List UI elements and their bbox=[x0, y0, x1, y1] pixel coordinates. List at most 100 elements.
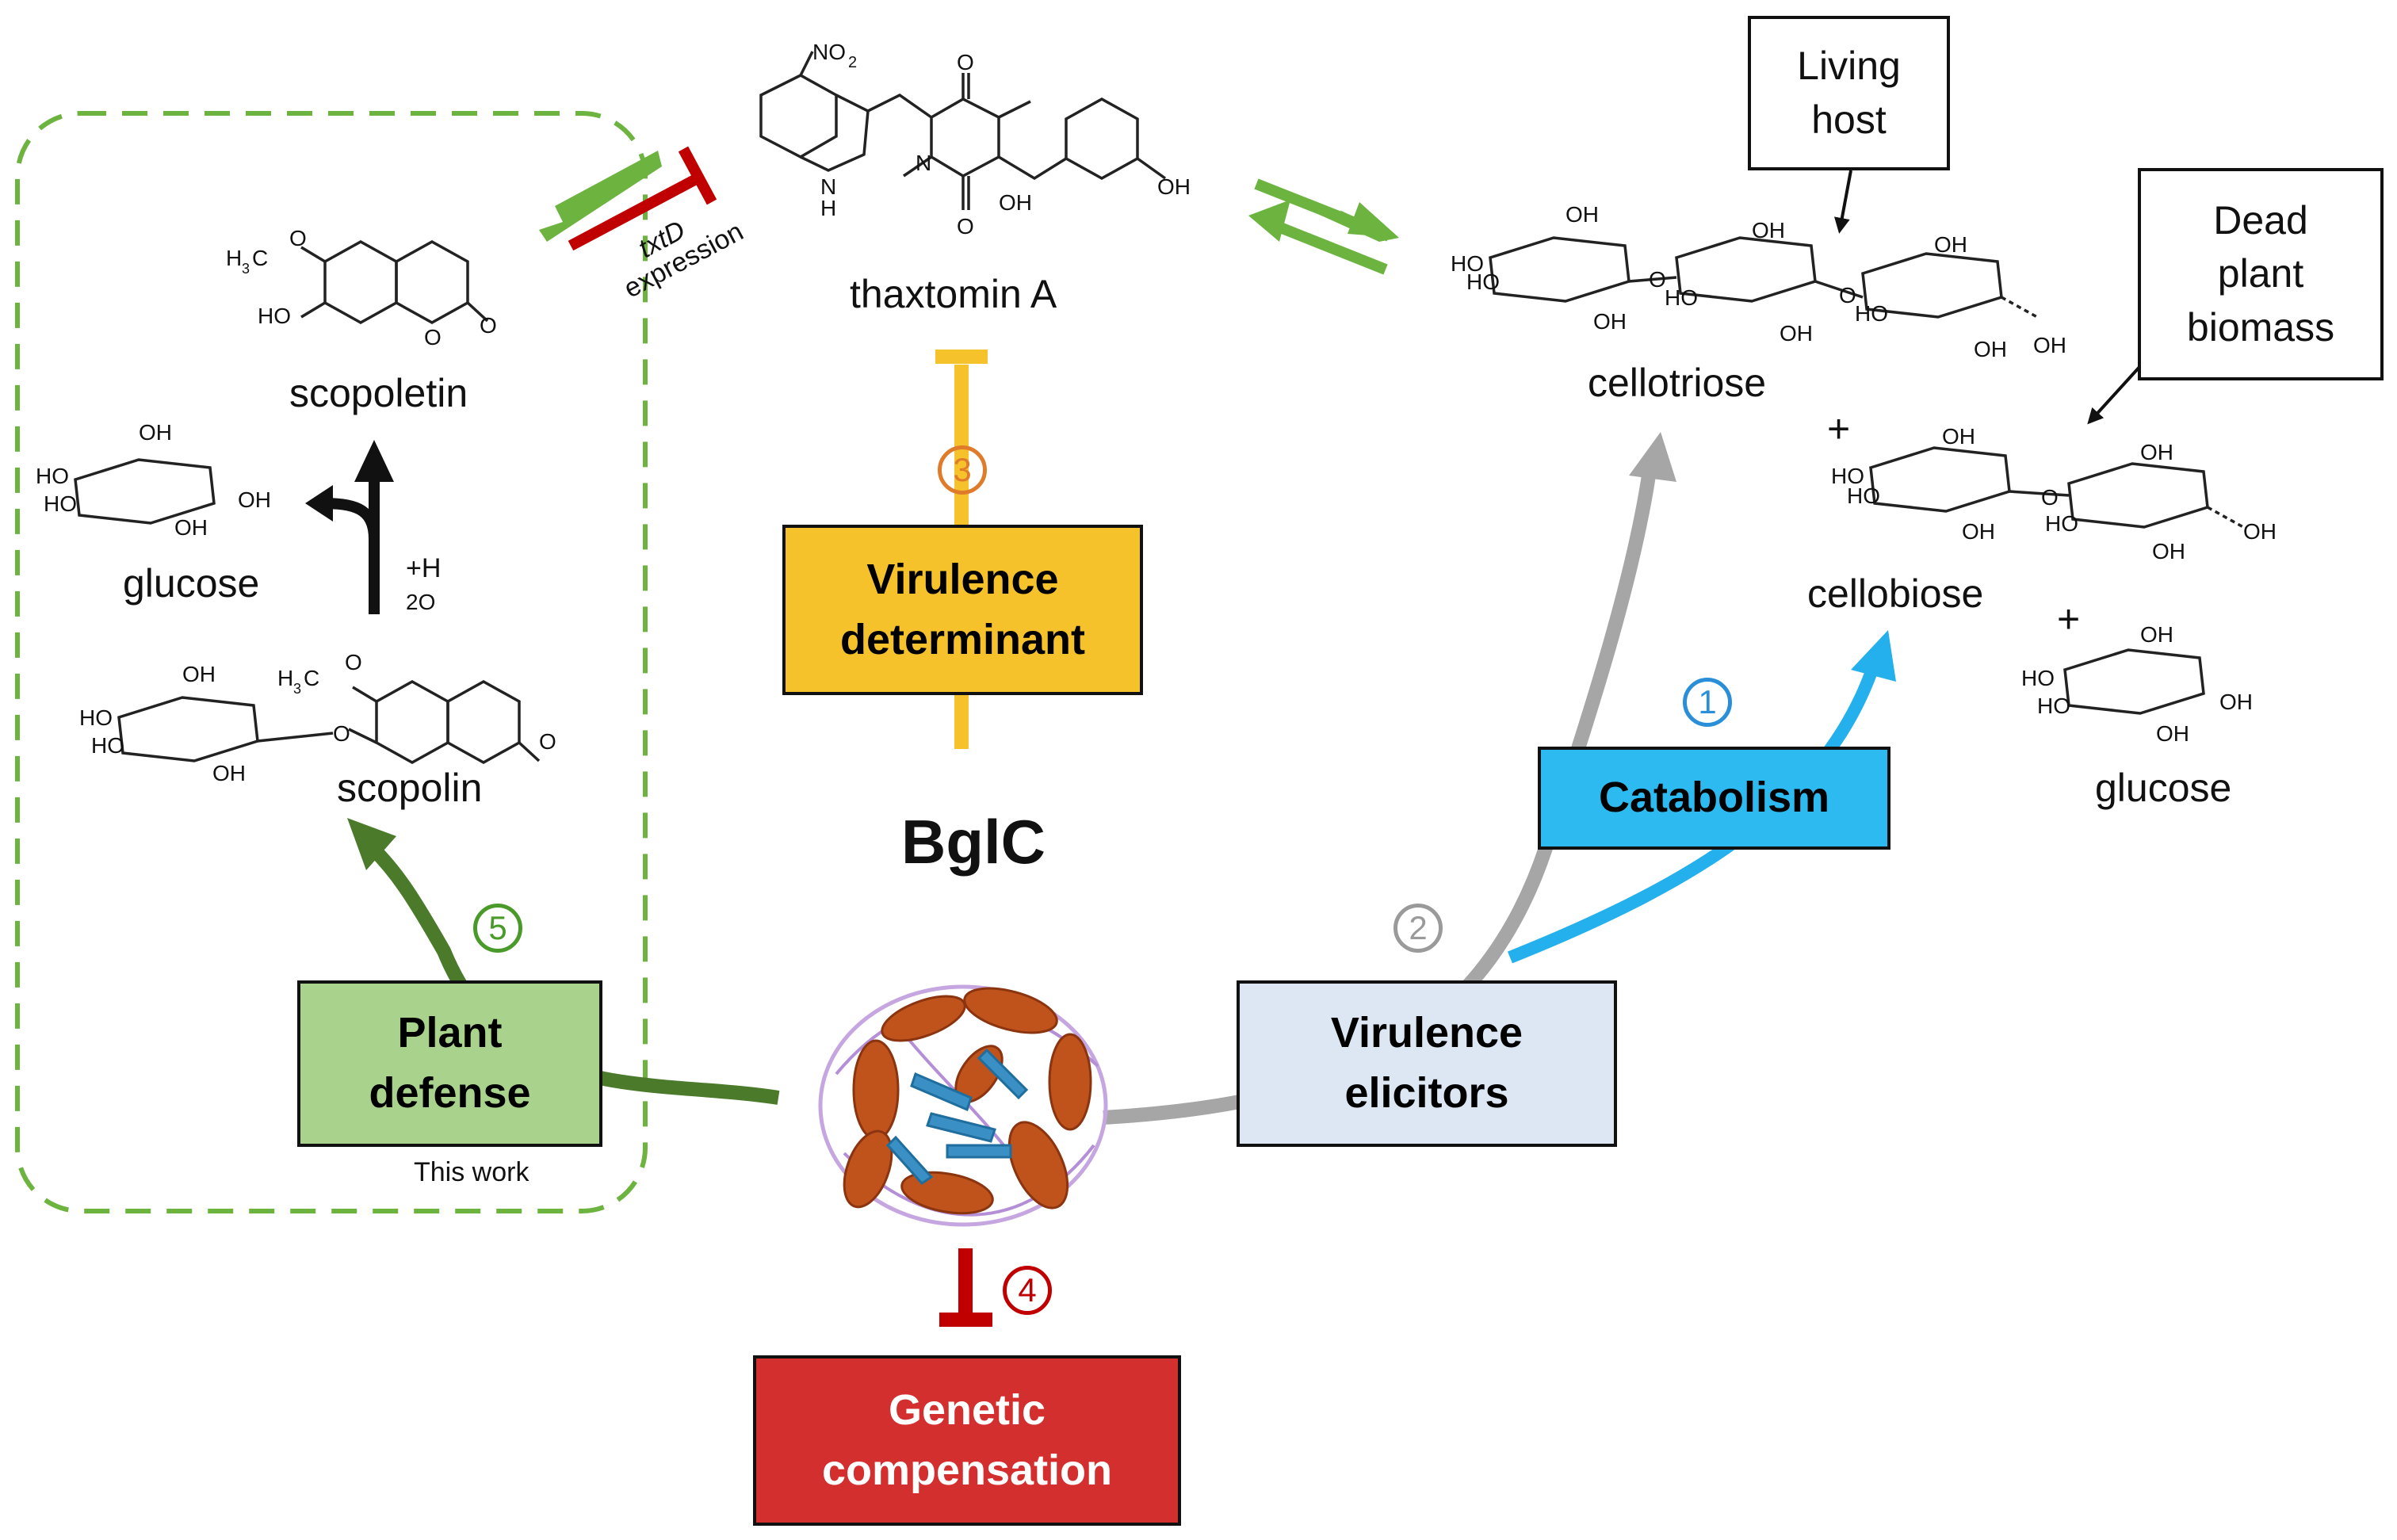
cellobiose-oh-3: OH bbox=[2140, 440, 2173, 464]
bglc-title: BglC bbox=[901, 807, 1046, 877]
scopoletin-ring-o: O bbox=[424, 325, 442, 350]
catabolism-label: Catabolism bbox=[1598, 774, 1830, 822]
cellotriose-oh-3: OH bbox=[1752, 218, 1785, 243]
equilibrium-reverse-shaft bbox=[1270, 219, 1388, 275]
cellobiose-oh-2: OH bbox=[1962, 519, 1995, 544]
thaxtomin-nh-h: H bbox=[820, 196, 836, 220]
cellotriose-structure bbox=[1489, 236, 2038, 319]
cellotriose-oh-5: OH bbox=[1934, 232, 1967, 257]
nitro-sub: 2 bbox=[848, 54, 857, 71]
scopoletin-structure bbox=[300, 239, 489, 325]
water-h-label: +H bbox=[406, 553, 442, 583]
dead-biomass-pointer bbox=[2087, 365, 2142, 425]
cellotriose-ho-1: HO bbox=[1451, 251, 1484, 276]
thaxtomin-oh-right: OH bbox=[1157, 174, 1191, 199]
cellobiose-structure bbox=[1869, 446, 2244, 529]
virulence-determinant-line1: Virulence bbox=[866, 555, 1059, 603]
virulence-determinant-line2: determinant bbox=[839, 615, 1086, 663]
thaxtomin-oh-mid: OH bbox=[999, 190, 1032, 215]
scopoletin-o: O bbox=[289, 226, 307, 250]
glucose-left-ho-2: HO bbox=[44, 491, 77, 516]
water-o-label: 2O bbox=[406, 590, 436, 614]
scopolin-h3c: H bbox=[277, 666, 293, 690]
dead-plant-line1: Dead bbox=[2213, 197, 2308, 243]
plus-sign-1: + bbox=[1827, 407, 1851, 451]
glucose-right-oh-top: OH bbox=[2140, 622, 2173, 647]
thaxtomin-label: thaxtomin A bbox=[850, 272, 1057, 316]
scopolin-h3c-c: C bbox=[304, 666, 319, 690]
hydrolysis-arrow-head bbox=[354, 440, 394, 482]
thaxtomin-structure bbox=[759, 51, 1167, 210]
atom-labels: NO 2 N H O N O OH OH H 3 C O HO O O OH H… bbox=[36, 40, 2277, 785]
glucose-right-structure bbox=[2063, 648, 2205, 715]
glucose-left-oh-bottom: OH bbox=[174, 515, 208, 540]
thaxtomin-nh-n: N bbox=[820, 174, 836, 199]
glucose-left-label: glucose bbox=[123, 561, 260, 606]
living-host-note: Living host bbox=[1748, 16, 1950, 170]
cellotriose-ho-3: HO bbox=[1665, 285, 1698, 310]
plant-defense-arrowhead bbox=[347, 818, 396, 870]
scopoletin-h3c: H bbox=[226, 246, 242, 270]
scopolin-h3c-sub: 3 bbox=[293, 681, 301, 697]
equilibrium-reverse-head bbox=[1248, 200, 1290, 242]
catabolism-box: Catabolism bbox=[1538, 747, 1890, 850]
step-number-5: 5 bbox=[473, 904, 522, 953]
scopolin-ho: HO bbox=[79, 705, 113, 730]
cellobiose-o: O bbox=[2041, 485, 2059, 510]
scopolin-ho-2: HO bbox=[91, 733, 124, 758]
living-host-line1: Living bbox=[1797, 44, 1901, 88]
cellotriose-ho-2: HO bbox=[1466, 269, 1500, 294]
glucose-left-oh-right: OH bbox=[238, 487, 271, 512]
scopolin-structure bbox=[117, 679, 541, 765]
scopolin-oh-bottom: OH bbox=[212, 761, 246, 785]
living-host-line2: host bbox=[1811, 97, 1887, 142]
this-work-dashed-region bbox=[15, 111, 648, 1213]
thaxtomin-n: N bbox=[916, 151, 931, 175]
dead-plant-line2: plant bbox=[2217, 251, 2304, 296]
plant-defense-line2: defense bbox=[369, 1069, 531, 1117]
scopoletin-ho: HO bbox=[258, 304, 291, 328]
hydrolysis-branch-head bbox=[305, 485, 333, 522]
plus-sign-2: + bbox=[2057, 597, 2081, 641]
thaxtomin-o-top: O bbox=[957, 50, 974, 75]
scopoletin-h3c-sub: 3 bbox=[242, 261, 250, 277]
cellobiose-oh-4: OH bbox=[2152, 539, 2185, 564]
plant-defense-box: Plant defense bbox=[297, 980, 602, 1147]
glucose-right-oh-bottom: OH bbox=[2156, 721, 2189, 746]
cellobiose-oh-5: OH bbox=[2243, 519, 2277, 544]
dead-plant-line3: biomass bbox=[2186, 304, 2335, 350]
virulence-elicitors-line2: elicitors bbox=[1344, 1069, 1509, 1117]
cellotriose-o-1: O bbox=[1649, 267, 1666, 292]
scopolin-oh-top: OH bbox=[182, 662, 216, 686]
scopolin-carbonyl-o: O bbox=[539, 729, 556, 754]
glucose-left-oh-top: OH bbox=[139, 420, 172, 445]
step-number-4: 4 bbox=[1003, 1266, 1052, 1315]
step-number-1: 1 bbox=[1683, 678, 1732, 727]
living-host-pointer bbox=[1833, 170, 1852, 234]
cellotriose-oh-6: OH bbox=[1974, 337, 2007, 361]
cellotriose-o-2: O bbox=[1839, 283, 1856, 308]
glucose-right-label: glucose bbox=[2095, 766, 2232, 810]
thaxtomin-o-bottom: O bbox=[957, 214, 974, 239]
dead-plant-biomass-note: Dead plant biomass bbox=[2138, 168, 2384, 380]
elicitor-arrowhead bbox=[1629, 432, 1676, 482]
scopoletin-h3c-c: C bbox=[252, 246, 268, 270]
cellotriose-oh-1: OH bbox=[1566, 202, 1599, 227]
scopoletin-carbonyl-o: O bbox=[480, 313, 497, 338]
virulence-elicitors-line1: Virulence bbox=[1330, 1009, 1523, 1057]
protein-structure-icon bbox=[818, 984, 1108, 1227]
cellotriose-ho-4: HO bbox=[1855, 301, 1888, 326]
cellobiose-ho-3: HO bbox=[2045, 511, 2078, 536]
virulence-determinant-box: Virulence determinant bbox=[782, 525, 1143, 695]
plant-defense-line1: Plant bbox=[397, 1009, 503, 1057]
this-work-label: This work bbox=[414, 1157, 529, 1187]
scopolin-o-methoxy: O bbox=[345, 650, 362, 674]
genetic-compensation-box: Genetic compensation bbox=[753, 1355, 1181, 1526]
txtd-inhibition-line bbox=[568, 173, 701, 251]
step-number-3: 3 bbox=[938, 445, 987, 495]
scopoletin-label: scopoletin bbox=[289, 371, 468, 415]
scopolin-o-link: O bbox=[333, 721, 350, 746]
step-number-2: 2 bbox=[1393, 904, 1443, 953]
